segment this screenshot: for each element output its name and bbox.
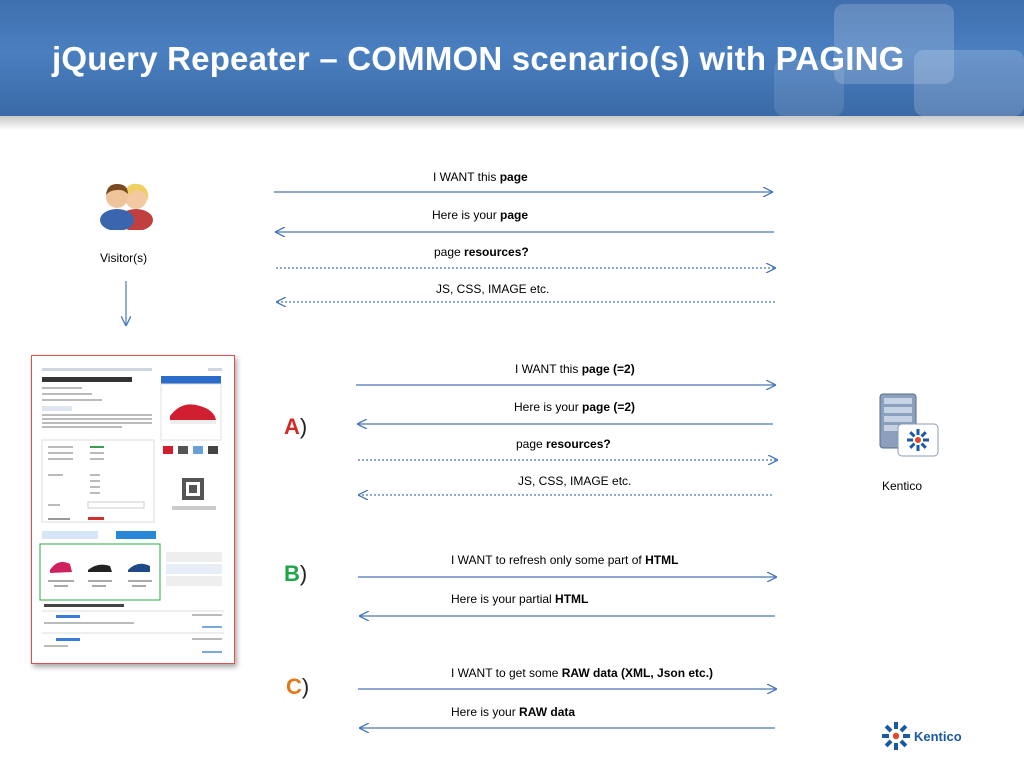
visitor-label: Visitor(s) xyxy=(100,251,148,265)
label-c-response: Here is your RAW data xyxy=(451,705,576,719)
label-response-page: Here is your page xyxy=(432,208,529,222)
slide-title: jQuery Repeater – COMMON scenario(s) wit… xyxy=(52,40,905,77)
label-a-request: I WANT this page (=2) xyxy=(515,362,635,376)
label-a-resources-request: page resources? xyxy=(516,437,611,451)
label-a-resources-response: JS, CSS, IMAGE etc. xyxy=(518,474,632,488)
header-shadow xyxy=(0,116,1024,130)
label-request-resources: page resources? xyxy=(434,245,529,259)
kentico-logo-text: Kentico xyxy=(914,729,962,744)
server-label: Kentico xyxy=(882,479,923,493)
label-b-response: Here is your partial HTML xyxy=(451,592,589,606)
visitors-icon xyxy=(100,183,153,230)
product-page-image xyxy=(32,356,234,663)
scenario-c-letter: C) xyxy=(286,674,310,699)
web-page-thumbnail xyxy=(31,355,235,664)
label-b-request: I WANT to refresh only some part of HTML xyxy=(451,553,679,567)
label-request-page: I WANT this page xyxy=(433,170,528,184)
label-a-response: Here is your page (=2) xyxy=(514,400,636,414)
header-decoration xyxy=(764,0,1024,116)
server-icon xyxy=(879,393,939,457)
scenario-a-letter: A) xyxy=(284,414,308,439)
label-c-request: I WANT to get some RAW data (XML, Json e… xyxy=(451,666,714,680)
scenario-b-letter: B) xyxy=(284,561,308,586)
label-response-resources: JS, CSS, IMAGE etc. xyxy=(436,282,550,296)
kentico-logo-icon xyxy=(882,722,910,750)
title-bar xyxy=(0,0,1024,116)
